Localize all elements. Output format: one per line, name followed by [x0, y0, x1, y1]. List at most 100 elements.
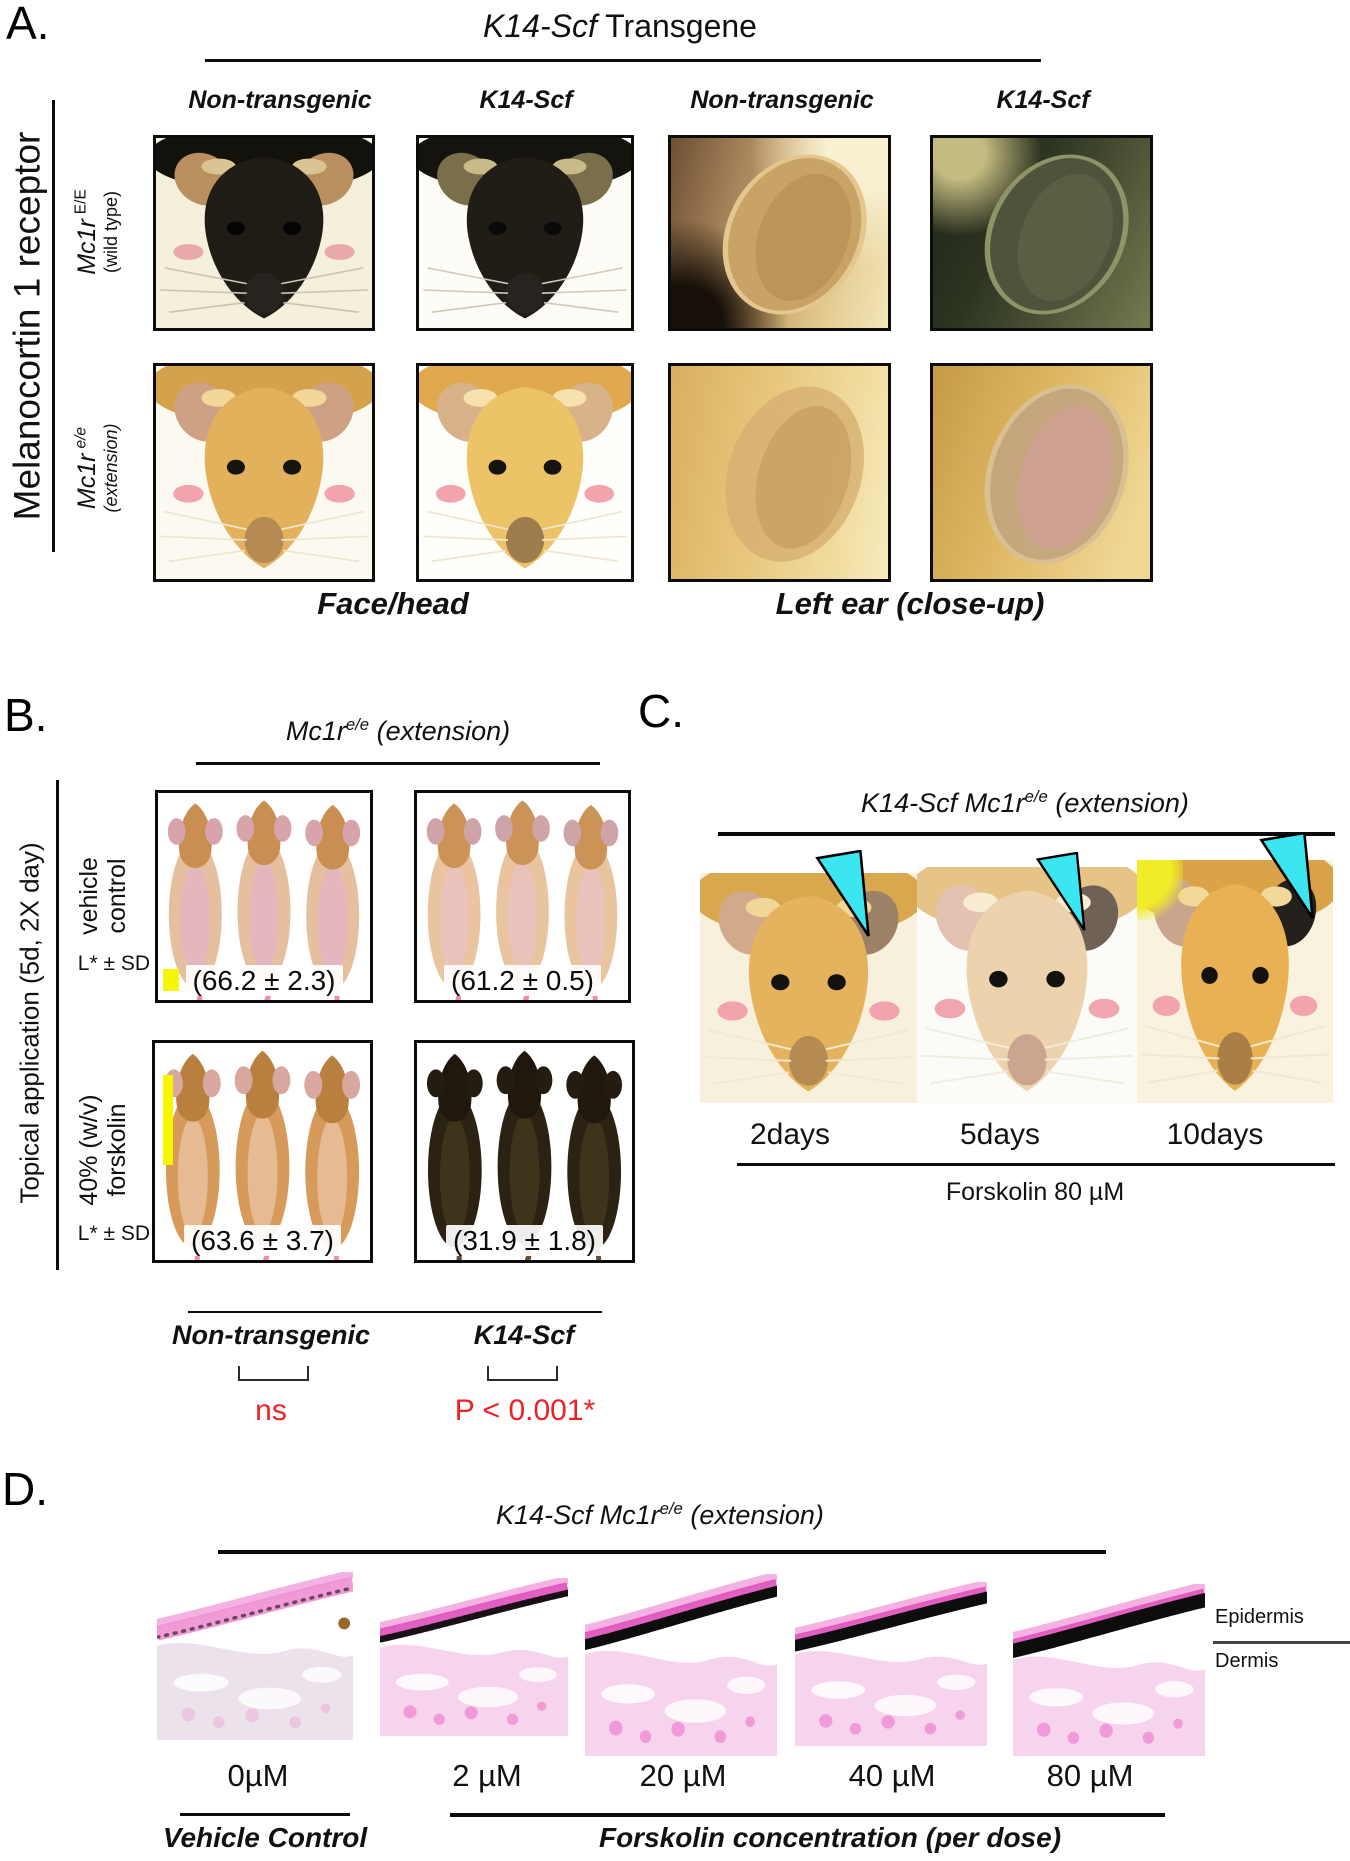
- panel-b-row2-label-line1: 40% (w/v): [75, 1094, 103, 1206]
- photo-ee-k14scf-face: [416, 363, 634, 582]
- panel-c-title-rest: (extension): [1047, 788, 1189, 818]
- dose-label-40um: 40 µM: [848, 1758, 936, 1793]
- panel-d-title-sup: e/e: [659, 1499, 683, 1518]
- stat-pvalue: P < 0.001*: [454, 1394, 596, 1427]
- panel-a-row1-allele: E/E: [72, 189, 90, 215]
- photo-ee-k14scf-ear: [930, 363, 1153, 582]
- panel-a-title-gene: K14-Scf: [483, 8, 597, 44]
- panel-b-group-label-nt: Non-transgenic: [171, 1320, 371, 1350]
- panel-a-letter: A.: [6, 0, 50, 49]
- panel-c-caption: Forskolin 80 µM: [945, 1178, 1125, 1206]
- histology-0um: [157, 1572, 353, 1740]
- panel-c-title-prefix: K14-Scf Mc1r: [861, 788, 1025, 818]
- lstar-value-vehicle-k14: (61.2 ± 0.5): [417, 965, 628, 997]
- panel-b-row2-label: 40% (w/v) forskolin: [75, 1094, 131, 1205]
- layer-label-dermis: Dermis: [1215, 1650, 1279, 1672]
- photo-ee-nontransgenic-face: [153, 363, 375, 582]
- stat-ns: ns: [255, 1394, 287, 1427]
- panel-c-caption-rule: [737, 1163, 1335, 1166]
- panel-b-row1-label-line1: vehicle: [75, 857, 103, 935]
- panel-a-row1-note: (wild type): [100, 190, 121, 274]
- panel-c-time-label-1: 2days: [749, 1118, 831, 1151]
- panel-b-lstar-label-2: L* ± SD: [77, 1222, 150, 1245]
- photo-forskolin-2days: [700, 873, 917, 1103]
- arrowhead-icon: [1036, 852, 1086, 932]
- panel-a-row2-genotype: Mc1r e/e (extension): [73, 423, 121, 512]
- panel-a-col-label-3: Non-transgenic: [690, 86, 874, 114]
- photo-forskolin-nontransgenic: (63.6 ± 3.7): [152, 1040, 373, 1263]
- panel-b-row2-label-line2: forskolin: [103, 1103, 131, 1197]
- panel-d-title-prefix: K14-Scf Mc1r: [496, 1500, 660, 1530]
- panel-b-title-rule: [196, 762, 600, 765]
- dose-label-20um: 20 µM: [639, 1758, 727, 1793]
- panel-b-lstar-label-1: L* ± SD: [77, 952, 150, 975]
- panel-a-row2-note: (extension): [100, 423, 121, 513]
- panel-a-title: K14-Scf Transgene: [300, 8, 940, 45]
- panel-a-title-rule: [205, 59, 1041, 62]
- panel-a-group-label-face: Face/head: [317, 586, 469, 621]
- panel-a-col-label-4: K14-Scf: [996, 86, 1090, 114]
- panel-d-caption-vehicle: Vehicle Control: [162, 1822, 368, 1853]
- lstar-value-forskolin-k14: (31.9 ± 1.8): [417, 1225, 632, 1257]
- panel-d-caption-forskolin: Forskolin concentration (per dose): [598, 1822, 1062, 1853]
- dose-label-80um: 80 µM: [1046, 1758, 1134, 1793]
- panel-d-letter: D.: [2, 1463, 48, 1515]
- yellow-background-blob: [1137, 860, 1183, 920]
- panel-a-side-rule: [52, 100, 55, 552]
- photo-wt-k14scf-face: [416, 135, 634, 331]
- histology-20um: [585, 1574, 777, 1756]
- panel-b-side-rule: [56, 780, 59, 1270]
- panel-c-time-label-2: 5days: [959, 1118, 1041, 1151]
- photo-forskolin-k14scf: (31.9 ± 1.8): [414, 1040, 635, 1263]
- comparison-bracket-nt: [238, 1366, 309, 1381]
- layer-divider-rule: [1213, 1641, 1350, 1644]
- histology-80um: [1013, 1584, 1205, 1756]
- photo-wt-nontransgenic-face: [153, 135, 375, 331]
- panel-a-row2-allele: e/e: [72, 426, 90, 449]
- dose-label-2um: 2 µM: [452, 1758, 522, 1793]
- dose-label-0um: 0µM: [227, 1758, 289, 1793]
- panel-a-title-rest: Transgene: [596, 8, 757, 44]
- panel-b-group-label-k14: K14-Scf: [473, 1320, 575, 1350]
- photo-wt-nontransgenic-ear: [668, 135, 891, 331]
- arrowhead-icon: [1260, 832, 1314, 920]
- yellow-marker-square: [163, 969, 179, 991]
- panel-b-letter: B.: [4, 689, 48, 741]
- panel-c-title-sup: e/e: [1024, 787, 1048, 806]
- panel-c-time-label-3: 10days: [1166, 1118, 1264, 1151]
- panel-a-group-label-ear: Left ear (close-up): [775, 586, 1045, 621]
- panel-a-row1-genotype: Mc1r E/E (wild type): [73, 189, 121, 275]
- panel-b-title: Mc1re/e (extension): [198, 716, 598, 747]
- arrowhead-icon: [816, 850, 870, 938]
- photo-vehicle-nontransgenic: (66.2 ± 2.3): [155, 790, 373, 1003]
- panel-c-title: K14-Scf Mc1re/e (extension): [725, 788, 1325, 819]
- panel-d-title-rule: [218, 1550, 1106, 1554]
- panel-a-row2-gene: Mc1r: [72, 453, 101, 510]
- histology-2um: [380, 1578, 568, 1736]
- panel-b-title-rest: (extension): [369, 716, 511, 746]
- yellow-marker-bar: [163, 1075, 173, 1165]
- lstar-value-forskolin-nt: (63.6 ± 3.7): [155, 1225, 370, 1257]
- panel-c-title-rule: [718, 832, 1335, 836]
- panel-d-title-rest: (extension): [682, 1500, 824, 1530]
- vehicle-group-rule: [180, 1813, 350, 1816]
- layer-label-epidermis: Epidermis: [1215, 1606, 1304, 1628]
- panel-b-side-axis: Topical application (5d, 2X day): [14, 842, 45, 1204]
- photo-forskolin-5days: [917, 867, 1137, 1103]
- panel-b-row1-label-line2: control: [103, 858, 131, 934]
- histology-40um: [795, 1582, 987, 1746]
- panel-b-row1-label: vehicle control: [75, 857, 131, 935]
- panel-a-col-label-2: K14-Scf: [479, 86, 573, 114]
- panel-a-col-label-1: Non-transgenic: [188, 86, 372, 114]
- panel-b-title-gene: Mc1r: [285, 716, 346, 746]
- photo-wt-k14scf-ear: [930, 135, 1153, 331]
- panel-b-group-rule: [188, 1311, 602, 1313]
- lstar-value-vehicle-nt: (66.2 ± 2.3): [158, 965, 370, 997]
- photo-ee-nontransgenic-ear: [668, 363, 891, 582]
- forskolin-group-rule: [450, 1813, 1165, 1817]
- panel-a-side-axis: Melanocortin 1 receptor: [6, 131, 48, 521]
- panel-b-title-sup: e/e: [345, 715, 370, 734]
- photo-vehicle-k14scf: (61.2 ± 0.5): [414, 790, 631, 1003]
- panel-a-row1-gene: Mc1r: [72, 219, 101, 275]
